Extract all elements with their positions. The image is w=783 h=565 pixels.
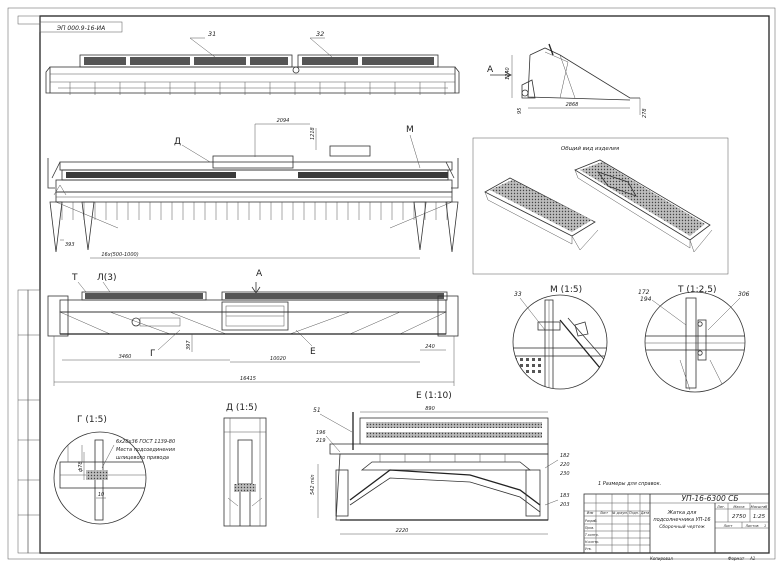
detail-m-title: М (1:5) xyxy=(550,285,582,295)
detail-t-pos-b: 194 xyxy=(640,296,652,303)
detail-d-title: Д (1:5) xyxy=(226,403,257,413)
detail-d: Д (1:5) xyxy=(223,403,267,527)
bottom-format-value: А1 xyxy=(749,556,755,561)
detail-g-dim-b: 10 xyxy=(98,492,104,498)
detail-e: Е (1:10) 890 51 196 219 542 min 182 220 … xyxy=(310,391,570,535)
tb-scale-label: Масштаб xyxy=(751,505,768,509)
plan-label-g: Г xyxy=(150,349,156,359)
front-view-columns xyxy=(61,202,448,220)
top-view-teeth xyxy=(69,82,446,95)
front-dim-pitch: 16х(500-1000) xyxy=(101,252,138,258)
detail-e-title: Е (1:10) xyxy=(416,391,452,401)
detail-e-dim-g: 203 xyxy=(560,502,570,508)
plan-dim-left: 3460 xyxy=(119,354,132,360)
front-dim-left: 393 xyxy=(65,242,75,248)
detail-e-dim-f: 183 xyxy=(560,493,570,499)
plan-dim-total: 16415 xyxy=(240,376,256,382)
tb-name-3: Сборочный чертеж xyxy=(659,524,705,530)
detail-m: М (1:5) 33 xyxy=(512,285,608,390)
plan-dim-v: 397 xyxy=(186,340,192,350)
tb-lit-label: Лит. xyxy=(716,505,725,509)
detail-e-dim-a: 196 xyxy=(316,430,326,436)
side-view-a: А 1240 2868 95 278 xyxy=(487,43,648,118)
plan-view: Т Л(3) А Г Е 397 3460 10020 xyxy=(47,269,459,386)
front-view-dividers xyxy=(49,184,459,253)
tb-row-2: Т.контр. xyxy=(585,533,599,537)
tb-sheet-label: Лист xyxy=(723,524,734,528)
stamp-top-left: ЭП 000.9-16-ИА xyxy=(39,21,123,33)
drawing-frame xyxy=(7,7,776,560)
detail-e-dim-top: 890 xyxy=(425,406,435,412)
tb-row-1: Пров. xyxy=(585,526,594,530)
bottom-format: Формат xyxy=(728,556,745,561)
detail-e-dim-d: 220 xyxy=(560,462,570,468)
front-dim-top: 2094 xyxy=(277,118,290,124)
stamp-text: ЭП 000.9-16-ИА xyxy=(56,25,105,32)
tb-name-1: Жатка для xyxy=(667,510,697,516)
title-block: УП-16-6300 СБ Жатка для подсолнечника УП… xyxy=(583,493,770,554)
tb-col-2: № докум. xyxy=(611,511,628,515)
detail-e-dim-c: 182 xyxy=(560,453,570,459)
iso-view: Общий вид изделия xyxy=(472,137,729,275)
side-dim-w: 2868 xyxy=(566,102,579,108)
detail-e-dim-v: 542 min xyxy=(310,474,316,495)
tb-mass-label: Масса xyxy=(733,505,744,509)
detail-t-pos-a: 172 xyxy=(638,289,650,296)
plan-dim-right: 240 xyxy=(425,344,435,350)
iso-caption: Общий вид изделия xyxy=(561,146,620,152)
detail-t-pos-c: 306 xyxy=(738,291,750,298)
tb-scale: 1:25 xyxy=(753,514,766,520)
detail-t: Т (1:2,5) 172 194 306 xyxy=(638,285,750,393)
detail-g-note2: Места подсоединения xyxy=(116,447,175,453)
tb-sheets-value: 1 xyxy=(764,524,766,528)
tb-col-3: Подп. xyxy=(629,511,639,515)
detail-g-note1: 6х28х36 ГОСТ 1139-80 xyxy=(116,439,175,445)
tb-col-0: Изм xyxy=(587,511,594,515)
side-dim-h: 1240 xyxy=(505,67,511,80)
detail-e-dim-b: 219 xyxy=(316,438,326,444)
bottom-copied: Копировал xyxy=(650,556,673,561)
plan-dim-mid: 10020 xyxy=(270,356,286,362)
top-pos-31: 31 xyxy=(208,30,216,38)
detail-e-dim-bottom: 2220 xyxy=(396,528,409,534)
tb-row-0: Разраб. xyxy=(585,519,598,523)
plan-label-t: Т xyxy=(71,273,78,283)
tb-col-4: Дата xyxy=(640,511,649,515)
detail-e-dim-e: 230 xyxy=(560,471,570,477)
front-label-d: Д xyxy=(174,137,181,147)
detail-g-dim-a: ф78 xyxy=(78,461,84,472)
tb-name-2: подсолнечника УП-16 xyxy=(653,517,710,523)
tb-col-1: Лист xyxy=(599,511,608,515)
detail-e-pos-left: 51 xyxy=(313,407,321,414)
side-letter-a: А xyxy=(487,65,494,75)
note-1: 1 Размеры для справок. xyxy=(598,481,661,487)
top-view: 31 32 xyxy=(45,30,460,95)
front-label-m: М xyxy=(406,125,414,135)
detail-g: Г (1:5) 6х28х36 ГОСТ 1139-80 Места подсо… xyxy=(53,415,175,525)
front-view: 2094 1218 Д М 393 xyxy=(47,118,459,259)
tb-mass: 2750 xyxy=(732,514,746,520)
plan-label-a: А xyxy=(256,269,263,279)
top-pos-32: 32 xyxy=(316,30,324,38)
side-dim-right: 278 xyxy=(642,108,648,118)
detail-g-note3: шлицевого привода xyxy=(116,455,169,461)
tb-designation: УП-16-6300 СБ xyxy=(681,494,738,503)
detail-g-title: Г (1:5) xyxy=(77,415,107,425)
detail-t-title: Т (1:2,5) xyxy=(677,285,716,295)
detail-m-pos: 33 xyxy=(514,291,522,298)
tb-row-3: Н.контр. xyxy=(585,540,599,544)
plan-label-e: Е xyxy=(310,347,316,357)
tb-row-4: Утв. xyxy=(585,547,592,551)
front-dim-small: 1218 xyxy=(310,127,316,140)
side-dim-left: 95 xyxy=(517,108,523,114)
plan-label-l: Л(3) xyxy=(97,273,117,283)
tb-sheets-label: Листов xyxy=(744,524,758,528)
